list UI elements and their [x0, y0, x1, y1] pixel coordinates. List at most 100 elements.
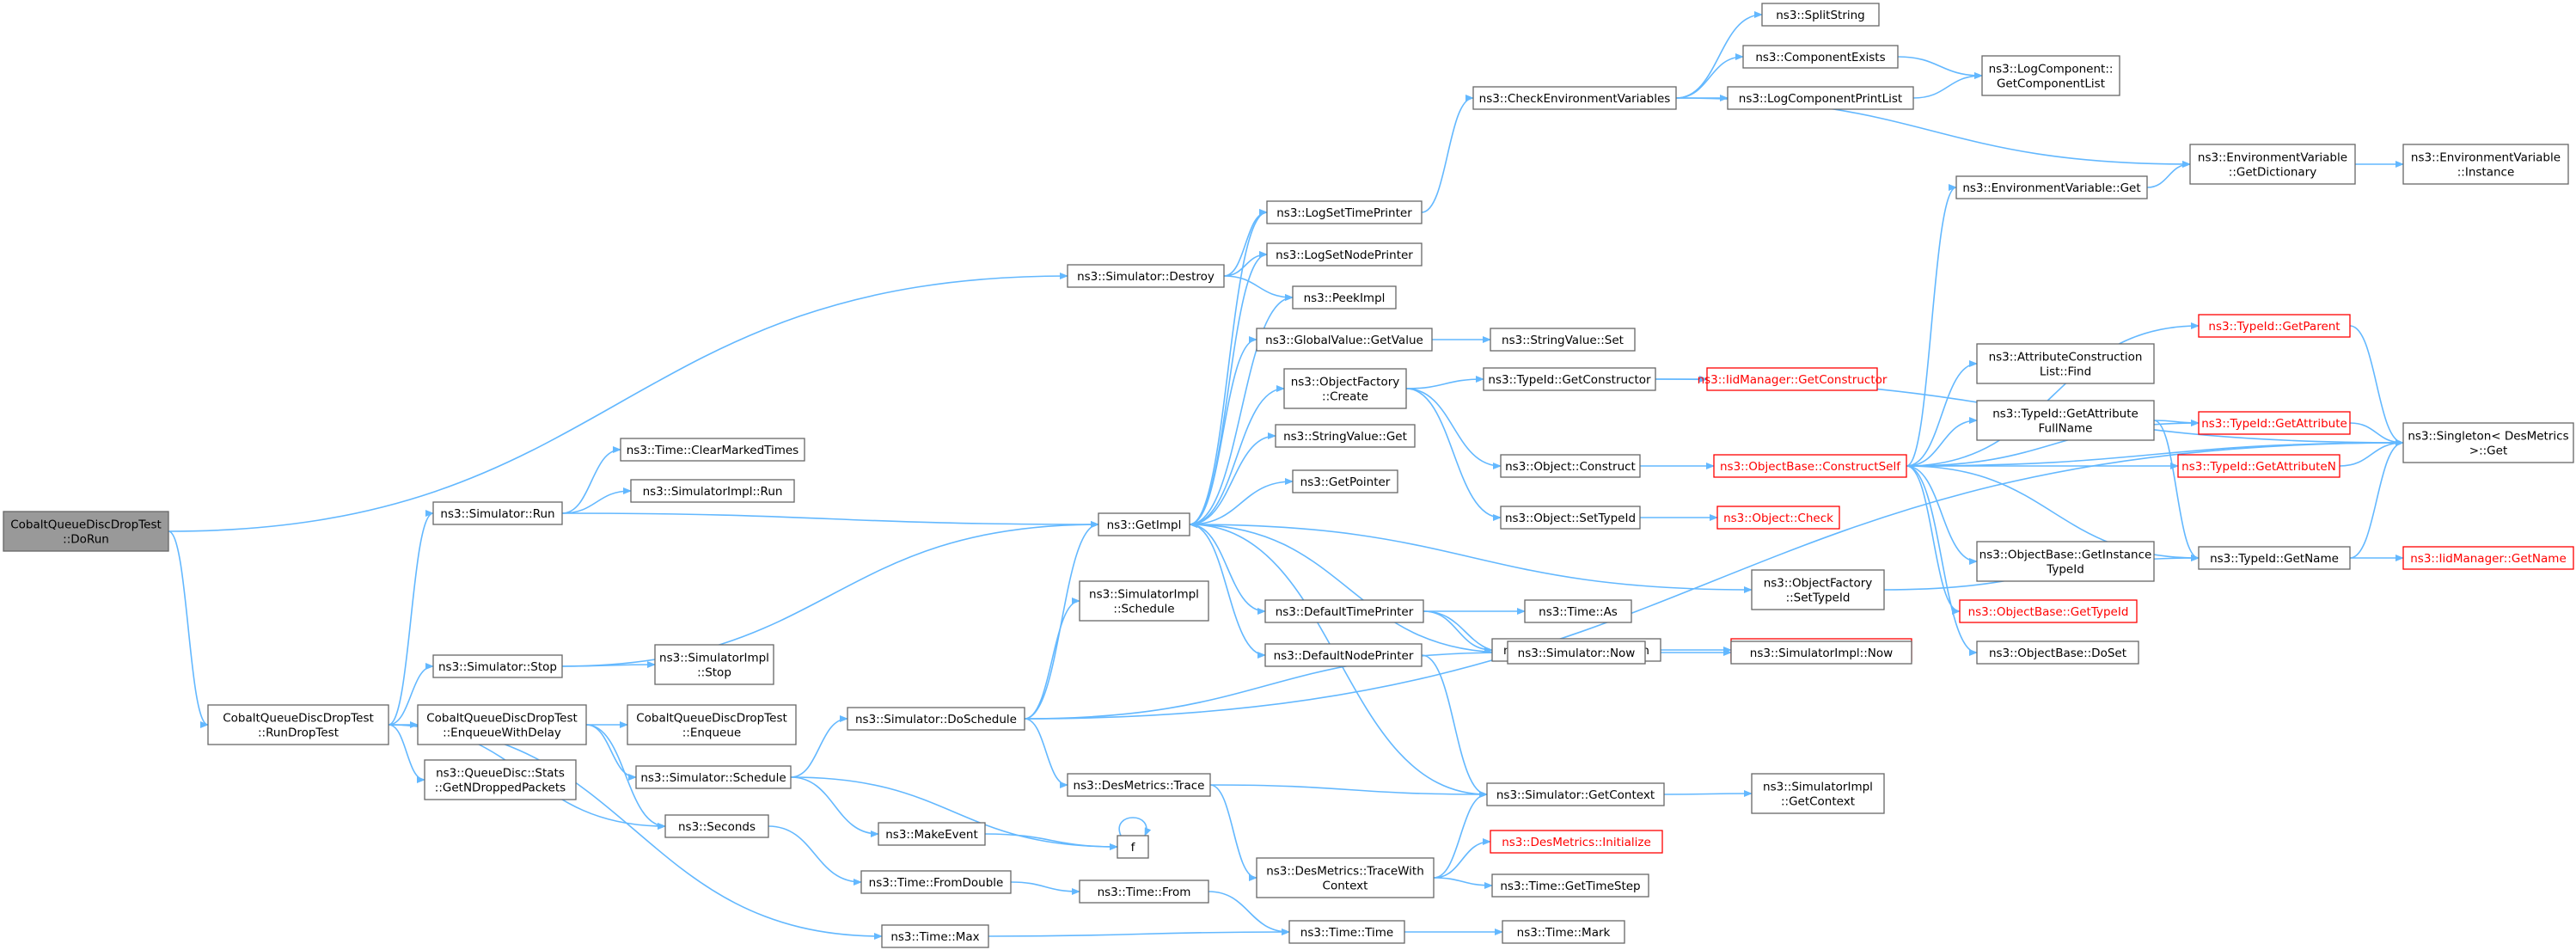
node-time-from-double[interactable]: ns3::Time::FromDouble	[860, 870, 1012, 894]
node-time-clear[interactable]: ns3::Time::ClearMarkedTimes	[620, 438, 805, 462]
edge-sim-do-schedule-to-sim-impl-schedule	[1024, 598, 1080, 720]
node-check-env[interactable]: ns3::CheckEnvironmentVariables	[1472, 86, 1677, 110]
node-label: List::Find	[2040, 365, 2091, 379]
node-env-get[interactable]: ns3::EnvironmentVariable::Get	[1955, 175, 2148, 199]
node-svset[interactable]: ns3::StringValue::Set	[1490, 328, 1636, 352]
edge-tiget-attr-to-singleton-get	[2349, 422, 2404, 446]
node-ofset-type-id[interactable]: ns3::ObjectFactory::SetTypeId	[1751, 569, 1885, 610]
node-sim-run[interactable]: ns3::Simulator::Run	[432, 501, 563, 525]
edge-do-run-to-run-drop-test	[168, 530, 209, 728]
edge-sim-schedule-to-make-event	[790, 776, 879, 837]
edge-log-comp-print-list-to-log-comp-get-list	[1912, 72, 1983, 99]
node-label: ns3::DefaultNodePrinter	[1274, 649, 1414, 663]
edge-get-impl-to-log-set-time	[1189, 209, 1268, 525]
node-peek-impl[interactable]: ns3::PeekImpl	[1292, 285, 1397, 310]
node-box	[1264, 643, 1423, 667]
node-tiget-ctor[interactable]: ns3::TypeId::GetConstructor	[1483, 367, 1656, 391]
node-box	[1502, 920, 1625, 944]
node-box	[1292, 469, 1398, 493]
node-obj-set-type-id[interactable]: ns3::Object::SetTypeId	[1500, 506, 1641, 530]
node-log-set-time[interactable]: ns3::LogSetTimePrinter	[1266, 200, 1423, 224]
node-obdo-set[interactable]: ns3::ObjectBase::DoSet	[1976, 640, 2139, 665]
node-tiget-name[interactable]: ns3::TypeId::GetName	[2198, 546, 2351, 570]
node-ofcreate[interactable]: ns3::ObjectFactory::Create	[1283, 368, 1407, 409]
node-tiget-attr[interactable]: ns3::TypeId::GetAttribute	[2198, 411, 2351, 435]
node-enqueue[interactable]: CobaltQueueDiscDropTest::Enqueue	[627, 704, 797, 745]
node-qdstats[interactable]: ns3::QueueDisc::Stats::GetNDroppedPacket…	[424, 759, 577, 800]
node-env-instance[interactable]: ns3::EnvironmentVariable::Instance	[2402, 144, 2569, 185]
node-time-mark[interactable]: ns3::Time::Mark	[1502, 920, 1625, 944]
node-enq-delay[interactable]: CobaltQueueDiscDropTest::EnqueueWithDela…	[417, 704, 587, 745]
node-f[interactable]: f	[1117, 835, 1149, 859]
edge-sim-destroy-to-log-set-time	[1223, 209, 1268, 277]
node-label: ns3::Simulator::Destroy	[1077, 270, 1215, 284]
node-time-time[interactable]: ns3::Time::Time	[1288, 920, 1405, 944]
node-seconds[interactable]: ns3::Seconds	[664, 814, 769, 838]
node-label: ::Instance	[2457, 166, 2515, 180]
node-label: ::SetTypeId	[1786, 591, 1851, 605]
node-label: ns3::Simulator::DoSchedule	[855, 713, 1017, 726]
node-construct-self[interactable]: ns3::ObjectBase::ConstructSelf	[1713, 454, 1907, 478]
node-label: ns3::Time::From	[1098, 886, 1191, 899]
node-get-impl[interactable]: ns3::GetImpl	[1098, 512, 1190, 536]
node-des-trace[interactable]: ns3::DesMetrics::Trace	[1067, 773, 1211, 797]
node-make-event[interactable]: ns3::MakeEvent	[878, 822, 986, 846]
node-sim-now[interactable]: ns3::Simulator::Now	[1507, 640, 1646, 665]
node-sim-impl-now[interactable]: ns3::SimulatorImpl::Now	[1730, 640, 1912, 665]
edge-get-impl-to-peek-impl	[1189, 294, 1294, 525]
node-des-init[interactable]: ns3::DesMetrics::Initialize	[1490, 830, 1663, 854]
node-sim-get-ctx[interactable]: ns3::Simulator::GetContext	[1486, 782, 1665, 806]
node-time-as[interactable]: ns3::Time::As	[1524, 599, 1632, 623]
node-sim-impl-schedule[interactable]: ns3::SimulatorImpl::Schedule	[1079, 580, 1209, 622]
node-time-get-step[interactable]: ns3::Time::GetTimeStep	[1491, 873, 1649, 898]
node-do-run[interactable]: CobaltQueueDiscDropTest::DoRun	[3, 511, 169, 552]
node-time-max[interactable]: ns3::Time::Max	[881, 924, 989, 948]
node-split-string[interactable]: ns3::SplitString	[1761, 3, 1880, 27]
node-gvget-value[interactable]: ns3::GlobalValue::GetValue	[1256, 328, 1433, 352]
node-obj-check[interactable]: ns3::Object::Check	[1716, 506, 1840, 530]
node-label: ns3::Time::ClearMarkedTimes	[627, 444, 798, 457]
node-label: ns3::Time::GetTimeStep	[1500, 880, 1640, 893]
node-box	[860, 870, 1012, 894]
node-label: ::Create	[1322, 390, 1368, 404]
node-box	[1098, 512, 1190, 536]
node-iid-get-name[interactable]: ns3::IidManager::GetName	[2402, 546, 2574, 570]
node-singleton-get[interactable]: ns3::Singleton< DesMetrics >::Get	[2402, 422, 2574, 463]
node-def-node-printer[interactable]: ns3::DefaultNodePrinter	[1264, 643, 1423, 667]
edge-run-drop-test-to-qdstats	[388, 724, 425, 783]
node-label: ns3::TypeId::GetName	[2210, 552, 2339, 566]
node-svget[interactable]: ns3::StringValue::Get	[1275, 424, 1416, 448]
node-sim-impl-get-ctx[interactable]: ns3::SimulatorImpl::GetContext	[1751, 773, 1885, 814]
node-iid-get-ctor[interactable]: ns3::IidManager::GetConstructor	[1698, 367, 1888, 391]
node-sim-stop[interactable]: ns3::Simulator::Stop	[432, 654, 563, 678]
node-log-comp-print-list[interactable]: ns3::LogComponentPrintList	[1727, 86, 1914, 110]
node-sim-impl-stop[interactable]: ns3::SimulatorImpl::Stop	[654, 644, 774, 685]
node-time-from[interactable]: ns3::Time::From	[1079, 880, 1209, 904]
node-log-comp-get-list[interactable]: ns3::LogComponent::GetComponentList	[1981, 55, 2120, 96]
node-label: ns3::SimulatorImpl	[1763, 781, 1873, 794]
node-get-pointer[interactable]: ns3::GetPointer	[1292, 469, 1398, 493]
node-sim-do-schedule[interactable]: ns3::Simulator::DoSchedule	[847, 707, 1025, 731]
node-log-set-node[interactable]: ns3::LogSetNodePrinter	[1266, 242, 1423, 267]
node-label: ns3::Simulator::Stop	[438, 660, 557, 674]
edge-f-to-f	[1118, 817, 1152, 837]
node-box	[878, 822, 986, 846]
node-box	[1981, 55, 2120, 96]
edge-def-time-printer-to-time-get-res	[1423, 610, 1493, 653]
node-sim-destroy[interactable]: ns3::Simulator::Destroy	[1067, 264, 1225, 288]
node-env-get-dict[interactable]: ns3::EnvironmentVariable::GetDictionary	[2189, 144, 2356, 185]
node-tiget-attr-n[interactable]: ns3::TypeId::GetAttributeN	[2177, 454, 2340, 478]
node-def-time-printer[interactable]: ns3::DefaultTimePrinter	[1264, 599, 1424, 623]
node-component-exists[interactable]: ns3::ComponentExists	[1742, 45, 1899, 69]
node-sim-impl-run[interactable]: ns3::SimulatorImpl::Run	[630, 479, 795, 503]
node-obget-type-id[interactable]: ns3::ObjectBase::GetTypeId	[1959, 599, 2138, 623]
node-run-drop-test[interactable]: CobaltQueueDiscDropTest::RunDropTest	[207, 704, 389, 745]
node-obj-construct[interactable]: ns3::Object::Construct	[1500, 454, 1641, 478]
node-box	[620, 438, 805, 462]
node-tiget-parent[interactable]: ns3::TypeId::GetParent	[2198, 314, 2351, 338]
node-sim-schedule[interactable]: ns3::Simulator::Schedule	[635, 765, 792, 789]
